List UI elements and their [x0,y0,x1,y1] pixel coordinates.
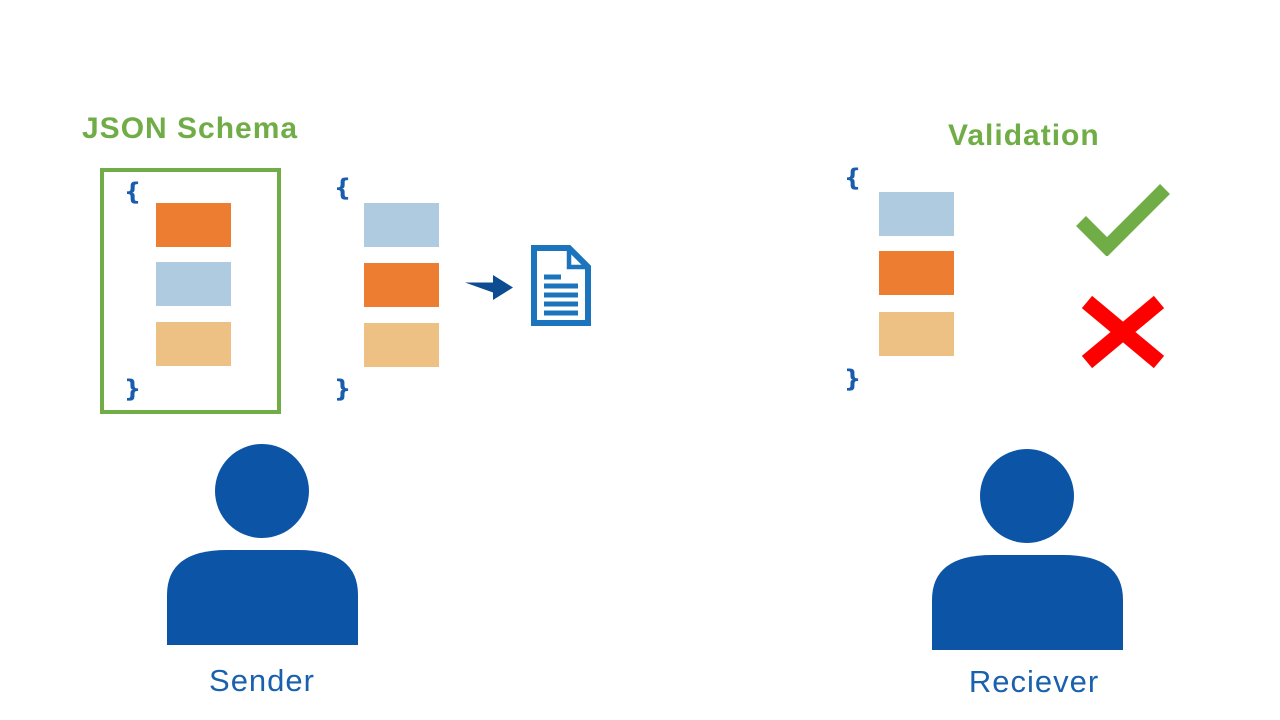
schema-field-block [156,203,231,247]
schema-close-brace: } [124,375,142,403]
validation-field-block [879,312,954,356]
validation-close-brace: } [844,365,862,393]
schema-border-box [100,168,281,414]
document-icon [531,245,591,326]
sender-label: Sender [209,663,315,698]
document-open-brace: { [334,174,352,202]
check-icon [1076,184,1170,256]
receiver-label: Reciever [968,664,1100,699]
document-field-block [364,323,439,367]
cross-icon [1081,295,1165,369]
person-icon [167,444,358,645]
person-icon [932,449,1123,650]
validation-field-block [879,192,954,236]
validation-field-block [879,251,954,295]
schema-field-block [156,322,231,366]
document-field-block [364,263,439,307]
validation-title: Validation [948,119,1100,152]
validation-open-brace: { [844,164,862,192]
schema-field-block [156,262,231,306]
arrow-right-icon [465,275,513,300]
schema-open-brace: { [124,178,142,206]
document-close-brace: } [334,375,352,403]
document-field-block [364,203,439,247]
json-schema-title: JSON Schema [82,112,299,145]
